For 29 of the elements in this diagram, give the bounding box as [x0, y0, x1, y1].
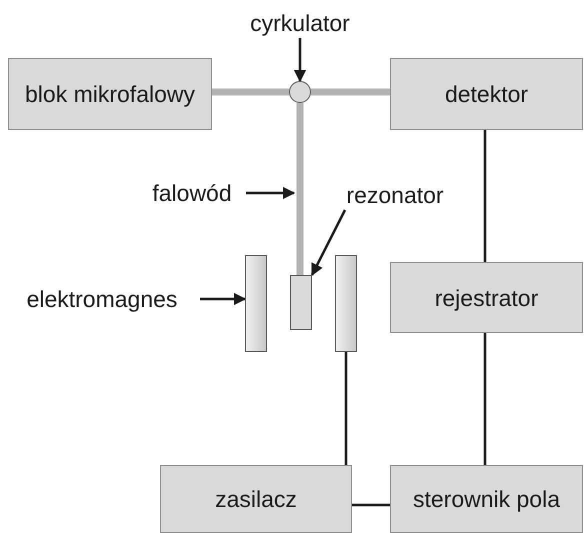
connector-line: [344, 352, 348, 465]
block-label: sterownik pola: [412, 486, 562, 512]
block-label: detektor: [444, 81, 530, 107]
waveguide: [212, 88, 289, 96]
connector-line: [352, 504, 390, 506]
leader-arrow: [246, 186, 296, 200]
magnet-bar: [245, 255, 267, 352]
block-label: rejestrator: [434, 284, 540, 310]
block-box: [390, 465, 583, 533]
callout-label: falowód: [138, 178, 246, 208]
callout-label: cyrkulator: [245, 8, 355, 38]
waveguide: [296, 103, 304, 275]
waveguide: [311, 88, 390, 96]
circulator-circle: [289, 81, 311, 103]
callout-label: elektromagnes: [4, 284, 200, 314]
block-label: blok mikrofalowy: [24, 81, 196, 107]
block-box: [390, 58, 583, 130]
leader-arrow: [310, 209, 346, 276]
connector-line: [484, 130, 486, 262]
connector-line: [484, 333, 486, 465]
block-box: [160, 465, 352, 533]
leader-arrow: [294, 38, 306, 82]
block-box: [8, 58, 212, 130]
magnet-bar: [335, 255, 357, 352]
leader-arrow: [200, 292, 246, 306]
callout-label: rezonator: [328, 180, 462, 210]
block-label: zasilacz: [214, 486, 298, 512]
block-box: [390, 262, 583, 333]
resonator-block: [290, 275, 312, 330]
